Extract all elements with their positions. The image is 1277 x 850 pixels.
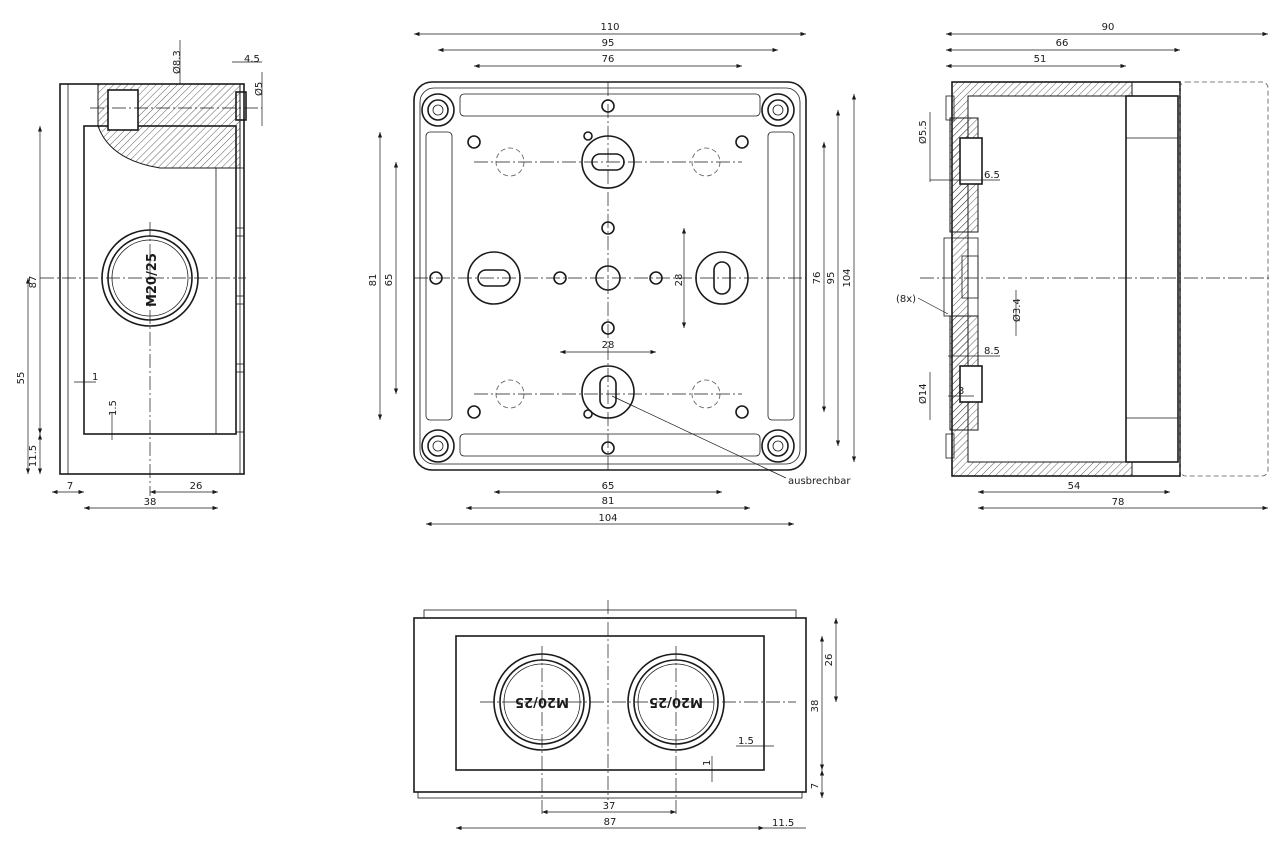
dim-1-5-bottom: 1.5: [738, 736, 754, 747]
dim-1-5-left: 1.5: [108, 400, 119, 416]
dim-66: 66: [1056, 38, 1069, 49]
dim-d14: Ø14: [917, 383, 929, 404]
dim-51: 51: [1034, 54, 1047, 65]
left-view-ribs: [235, 167, 245, 433]
dim-55-left: 55: [16, 372, 27, 385]
dim-54: 54: [1068, 481, 1081, 492]
left-side-view: M20/25 87 55 11.5 7 38 26 1 1.5 Ø8.3 4.5…: [16, 40, 265, 511]
dim-87-left: 87: [28, 276, 39, 289]
dim-7-left: 7: [67, 481, 73, 492]
dim-d5-5: Ø5.5: [917, 120, 929, 144]
dim-4-5-left: 4.5: [244, 54, 260, 65]
dim-95-top: 95: [602, 38, 615, 49]
dim-78: 78: [1112, 497, 1125, 508]
dim-d3-4: Ø3.4: [1011, 298, 1023, 322]
left-gland-label: M20/25: [145, 253, 160, 307]
label-8x: (8x): [896, 294, 916, 305]
dim-26-bottom: 26: [824, 654, 835, 667]
dim-d5-left: Ø5: [253, 82, 265, 96]
dim-81-left: 81: [368, 274, 379, 287]
dim-110: 110: [600, 22, 619, 33]
dim-95-right: 95: [826, 272, 837, 285]
dim-26-left: 26: [190, 481, 203, 492]
front-view: 110 95 76 81 65 28 28 76 95 104 65 81 10…: [368, 22, 857, 527]
corner-screw-br: [761, 429, 795, 463]
dim-28-horiz: 28: [602, 340, 615, 351]
dim-38-bottom: 38: [810, 700, 821, 713]
dim-104-right: 104: [842, 268, 853, 287]
label-ausbrechbar: ausbrechbar: [788, 476, 851, 487]
dim-11-5-bottom: 11.5: [772, 818, 794, 829]
bottom-view: M20/25 M20/25 26 38 7 1 1.5 37 87 11.5: [413, 600, 839, 831]
dim-104-bottom: 104: [598, 513, 617, 524]
dim-90: 90: [1102, 22, 1115, 33]
corner-screw-tl: [421, 93, 455, 127]
dim-11-5-left: 11.5: [28, 445, 39, 467]
dim-d8-3-left: Ø8.3: [171, 50, 183, 74]
dim-87-bottom: 87: [604, 817, 617, 828]
dim-1-bottom: 1: [702, 760, 713, 766]
dim-65-bottom: 65: [602, 481, 615, 492]
dim-28-vert: 28: [674, 274, 685, 287]
dim-37-bottom: 37: [603, 801, 616, 812]
dim-8-5: 8.5: [984, 346, 1000, 357]
dim-6-5: 6.5: [984, 170, 1000, 181]
dim-3: 3: [958, 386, 964, 397]
dim-65-left: 65: [384, 274, 395, 287]
dim-1-left: 1: [92, 372, 98, 383]
corner-screw-bl: [421, 429, 455, 463]
dim-7-bottom: 7: [810, 783, 821, 789]
dim-76-right: 76: [812, 272, 823, 285]
right-side-view: 90 66 51 Ø5.5 6.5 (8x) Ø3.4 8.5 Ø14 3 54…: [896, 22, 1270, 511]
dim-38-left: 38: [144, 497, 157, 508]
dim-76-top: 76: [602, 54, 615, 65]
corner-screw-tr: [761, 93, 795, 127]
dim-81-bottom: 81: [602, 496, 615, 507]
